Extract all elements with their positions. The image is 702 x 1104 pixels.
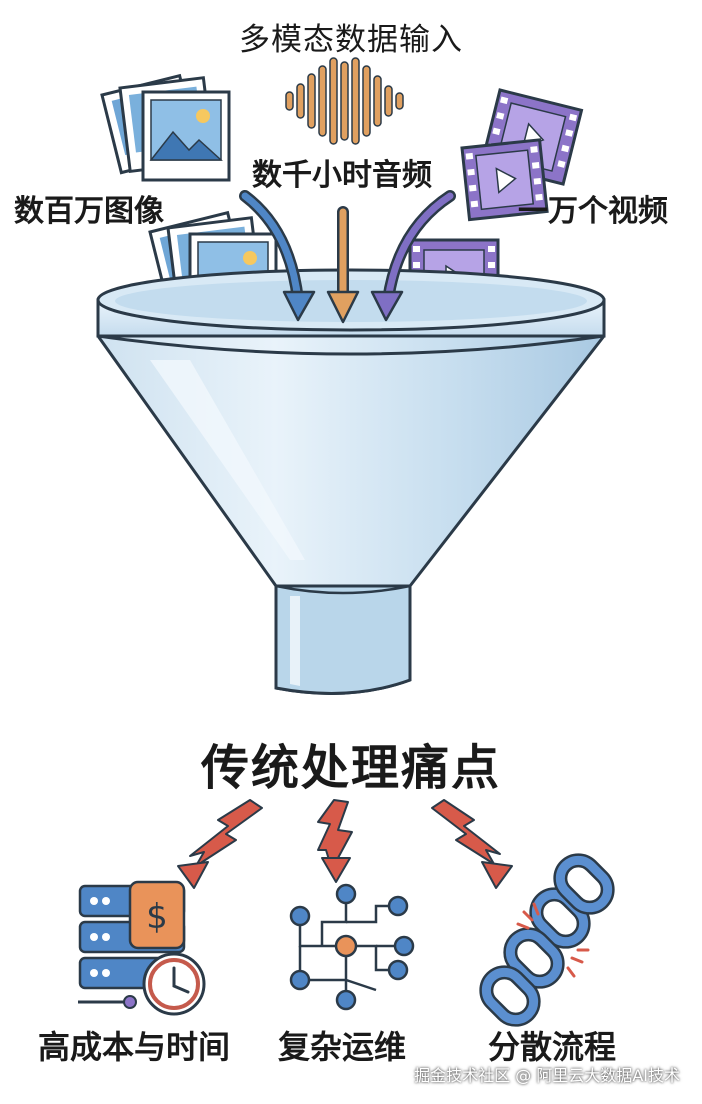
server-cost-icon: $ xyxy=(78,880,206,1016)
input-arrow-videos xyxy=(370,190,456,322)
watermark-text: 掘金技术社区 @ 阿里云大数据AI技术 xyxy=(414,1066,680,1085)
network-icon xyxy=(289,883,415,1011)
pain-points-title: 传统处理痛点 xyxy=(200,740,501,796)
funnel-icon xyxy=(96,268,606,695)
lightning-arrow-icon xyxy=(431,799,513,889)
input-label-images: 数百万图像 xyxy=(14,194,164,229)
input-arrow-audio xyxy=(326,206,360,324)
diagram-title: 多模态数据输入 xyxy=(239,22,463,58)
lightning-arrow-icon xyxy=(177,799,263,889)
photo-stack-icon xyxy=(100,73,231,182)
input-arrow-images xyxy=(239,190,316,322)
video-film-icon xyxy=(460,138,549,222)
pain-point-ops: 复杂运维 xyxy=(278,1028,407,1066)
broken-chain-icon xyxy=(479,853,615,1027)
lightning-arrow-icon xyxy=(317,799,353,883)
input-label-videos: 一万个视频 xyxy=(518,194,668,229)
sound-wave-icon xyxy=(285,57,404,145)
input-label-audio: 数千小时音频 xyxy=(252,158,432,193)
pain-point-flow: 分散流程 xyxy=(488,1028,617,1066)
pain-point-cost: 高成本与时间 xyxy=(38,1028,231,1066)
svg-text:$: $ xyxy=(146,897,168,937)
